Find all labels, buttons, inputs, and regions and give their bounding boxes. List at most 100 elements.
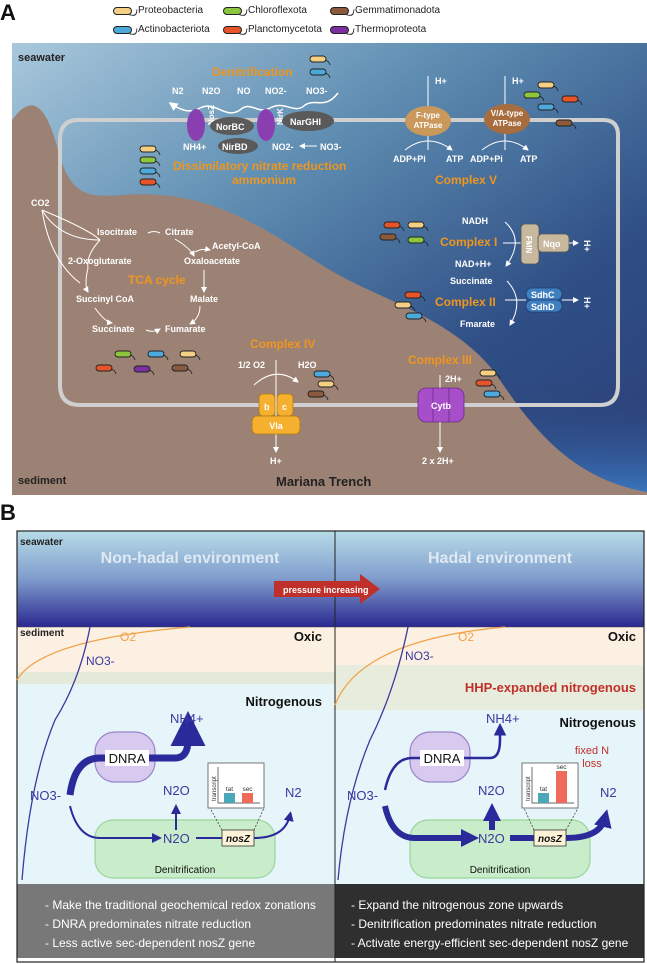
bacterium-icon [555, 119, 577, 130]
adp-label: ADP+Pi [470, 154, 503, 164]
species-n2o: N2O [202, 86, 221, 96]
complex-v-h2: H+ [512, 76, 524, 86]
denit-flux-right [382, 805, 479, 847]
sediment-label: sediment [18, 475, 67, 487]
bacterium-icon [383, 221, 405, 232]
transcript-chart-left [207, 762, 265, 809]
nh4-label-left: NH4+ [170, 711, 204, 726]
denitrification-wave [168, 92, 339, 114]
nirk-enzyme [257, 109, 275, 141]
bacterium-icon [405, 312, 427, 323]
hadal-title: Hadal environment [428, 550, 573, 567]
legend-item: Planctomycetota [223, 24, 322, 35]
legend-label: Gemmatimonadota [355, 5, 441, 16]
panel-b-letter: B [0, 500, 16, 525]
summary-right-line: - Denitrification predominates nitrate r… [351, 917, 597, 931]
complex-iii-title: Complex III [408, 353, 472, 367]
nqo-label: Nqo [543, 239, 561, 249]
f-type-label-2: ATPase [414, 121, 443, 130]
bacterium-icon [379, 233, 401, 244]
o2-profile-left [16, 626, 191, 681]
norbc-enzyme [210, 117, 254, 135]
no3-profile-right [337, 626, 409, 881]
inset-bar-sec [556, 771, 567, 803]
dnra-flux-left [66, 711, 206, 796]
species-n2: N2 [172, 86, 184, 96]
panel-a-letter: A [0, 0, 16, 25]
no3-label-right: NO3- [405, 649, 434, 663]
sediment-slope [12, 105, 647, 495]
f-type-atpase [405, 106, 451, 136]
sdhd-block [525, 299, 563, 313]
narghi-enzyme [282, 111, 334, 131]
denitrification-label-right: Denitrification [470, 865, 531, 876]
bacterium-icon [404, 291, 426, 302]
legend-label: Thermoproteota [355, 24, 427, 35]
summary-right-line: - Expand the nitrogenous zone upwards [351, 898, 564, 912]
legend-item: Proteobacteria [113, 5, 203, 16]
bacterium-icon [537, 81, 559, 92]
cytb-complex [417, 387, 465, 423]
bacterium-icon [309, 55, 331, 66]
fixed-n-loss-label-2: loss [582, 758, 602, 770]
o2-label-left: O2 [120, 630, 136, 644]
complex-i-h: H+ [582, 240, 592, 252]
n2o-top-left: N2O [163, 783, 190, 798]
thermoproteota-icon [330, 25, 349, 34]
succinate-ii-label: Succinate [450, 276, 493, 286]
bacterium-icon [479, 369, 501, 380]
complex-iv-h: H+ [270, 456, 282, 466]
tca-citrate: Citrate [165, 227, 194, 237]
n2-label-left: N2 [285, 785, 302, 800]
panel-b-frame [16, 530, 645, 963]
transcript-chart-right [521, 762, 579, 809]
summary-right-line: - Activate energy-efficient sec-dependen… [351, 936, 629, 950]
chloroflexota-icon [223, 6, 242, 15]
inset-axis-label: transcript [212, 776, 218, 801]
bacterium-icon [95, 364, 117, 375]
dnra-label-left: DNRA [109, 751, 146, 766]
inset-bar-label: sec [556, 764, 567, 771]
bacterium-icon [147, 350, 169, 361]
dnra-nh4: NH4+ [183, 142, 206, 152]
no3-source-left: NO3- [30, 788, 61, 803]
o2-profile-right [334, 626, 506, 706]
tca-succinyl-coa: Succinyl CoA [76, 294, 135, 304]
denit-flux-left [69, 805, 162, 843]
va-type-atpase [484, 104, 530, 134]
nitrogenous-label-right: Nitrogenous [559, 715, 636, 730]
bacterium-icon [561, 95, 583, 106]
bacterium-icon [309, 68, 331, 79]
denitrification-label-left: Denitrification [155, 865, 216, 876]
summary-left-line: - Less active sec-dependent nosZ gene [45, 936, 256, 950]
cell-membrane [58, 118, 620, 407]
nosz-label: NosZ [207, 105, 216, 125]
complex-iii-bottom: 2 x 2H+ [422, 456, 454, 466]
tca-malate: Malate [190, 294, 218, 304]
bacterium-icon [139, 178, 161, 189]
f-type-label: F-type [416, 111, 441, 120]
cytb-label: Cytb [431, 401, 452, 411]
species-no3: NO3- [306, 86, 328, 96]
nirbd-enzyme [218, 138, 258, 154]
gemmatimonadota-icon [330, 6, 349, 15]
complex-v-h1: H+ [435, 76, 447, 86]
sdhc-label: SdhC [531, 290, 555, 300]
seawater-label: seawater [18, 52, 66, 64]
legend-item: Chloroflexota [223, 5, 307, 16]
bacterium-icon [523, 91, 545, 102]
proteobacteria-icon [113, 6, 132, 15]
bacterium-icon [139, 145, 161, 156]
b-label: b [264, 402, 270, 412]
legend-item: Gemmatimonadota [330, 5, 440, 16]
non-hadal-title: Non-hadal environment [101, 550, 280, 567]
tca-oxaloacetate: Oxaloacetate [184, 256, 240, 266]
actinobacteriota-icon [113, 25, 132, 34]
inset-bar-label: tat [226, 786, 233, 793]
dnra-label-bg-left [105, 750, 149, 766]
fixed-n-loss-label: fixed N [575, 745, 609, 757]
bacterium-icon [394, 301, 416, 312]
dnra-label-right: DNRA [424, 751, 461, 766]
